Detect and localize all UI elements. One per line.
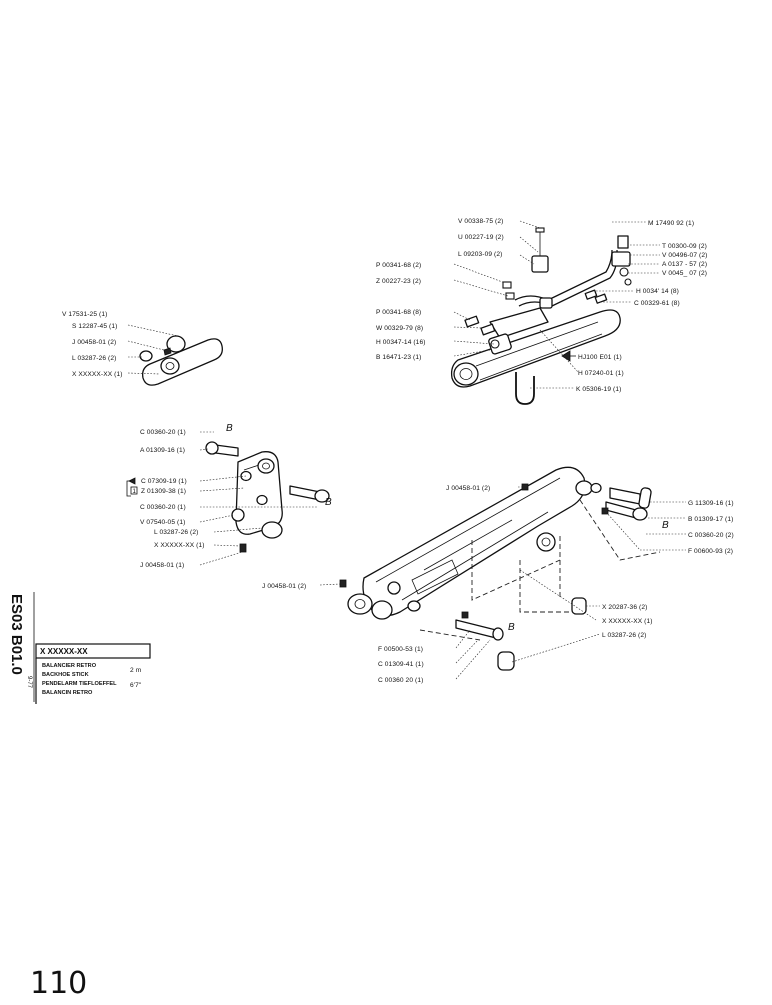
part-label: S 12287-45 (1)	[72, 323, 117, 330]
part-label: L 03287-26 (2)	[154, 529, 198, 536]
part-label: V 0045_ 07 (2)	[662, 270, 707, 277]
yoke-leaders	[199, 431, 318, 566]
part-label: A 01309-16 (1)	[140, 447, 185, 454]
part-label: L 03287-26 (2)	[602, 632, 646, 639]
part-label: H 0034' 14 (8)	[636, 288, 679, 295]
stick-leaders	[319, 486, 686, 680]
title-size-metric: 2 m	[130, 667, 142, 674]
part-label: V 00496-07 (2)	[662, 252, 707, 259]
part-label: V 17531-25 (1)	[62, 311, 107, 318]
part-label: C 07309-19 (1)	[141, 478, 187, 485]
title-size-imperial: 6'7"	[130, 682, 142, 689]
backhoe-stick-drawing	[339, 466, 661, 671]
part-label: X XXXXX-XX (1)	[72, 371, 123, 378]
part-label: H 07240-01 (1)	[578, 370, 624, 377]
part-label: HJ100 E01 (1)	[578, 354, 622, 361]
labels-left-link: V 17531-25 (1) S 12287-45 (1) J 00458-01…	[62, 311, 123, 378]
part-label: J 00458-01 (2)	[446, 485, 490, 492]
part-label: Z 00227-23 (2)	[376, 278, 421, 285]
part-label: P 00341-68 (2)	[376, 262, 421, 269]
part-label: X XXXXX-XX (1)	[602, 618, 653, 625]
part-label: L 03287-26 (2)	[72, 355, 116, 362]
part-label: Z 01309-38 (1)	[141, 488, 186, 495]
bracket-mark: B	[508, 622, 515, 633]
part-label: C 00360-20 (2)	[688, 532, 734, 539]
bracket-mark: B	[662, 520, 669, 531]
labels-mid-left: C 00360-20 (1) A 01309-16 (1) C 07309-19…	[126, 429, 205, 569]
bracket-mark: B	[325, 497, 332, 508]
labels-top-right: V 00338-75 (2) U 00227-19 (2) L 09203-09…	[376, 218, 707, 393]
title-block: X XXXXX-XX BALANCIER RETRO BACKHOE STICK…	[35, 643, 151, 704]
title-name-fr: BALANCIER RETRO	[42, 663, 97, 669]
part-label: U 00227-19 (2)	[458, 234, 504, 241]
box-mark: 1	[133, 489, 137, 495]
yoke-bracket-drawing	[205, 441, 330, 553]
part-label: V 07540-05 (1)	[140, 519, 185, 526]
part-label: P 00341-68 (8)	[376, 309, 421, 316]
part-label: A 0137 - 57 (2)	[662, 261, 707, 268]
cylinder-assembly-drawing	[450, 227, 632, 405]
part-label: V 00338-75 (2)	[458, 218, 503, 225]
part-label: K 05306-19 (1)	[576, 386, 621, 393]
side-band: ES03 B01.0 9-77	[8, 592, 35, 702]
part-label: L 09203-09 (2)	[458, 251, 502, 258]
part-label: C 00360-20 (1)	[140, 429, 186, 436]
part-label: J 00458-01 (1)	[140, 562, 184, 569]
title-name-es: BALANCIN RETRO	[42, 690, 93, 696]
title-part-ref: X XXXXX-XX	[40, 647, 88, 656]
part-label: C 00329-61 (8)	[634, 300, 680, 307]
part-label: G 11309-16 (1)	[688, 500, 734, 507]
part-label: X 20287-36 (2)	[602, 604, 647, 611]
labels-main: J 00458-01 (2) G 11309-16 (1) B 01309-17…	[262, 485, 734, 684]
part-label: B 01309-17 (1)	[688, 516, 733, 523]
part-label: X XXXXX-XX (1)	[154, 542, 205, 549]
part-label: F 00500-53 (1)	[378, 646, 423, 653]
part-label: J 00458-01 (2)	[72, 339, 116, 346]
part-label: W 00329-79 (8)	[376, 325, 423, 332]
part-label: M 17490 92 (1)	[648, 220, 694, 227]
title-name-de: PENDELARM TIEFLOEFFEL	[42, 681, 117, 687]
page-number: 110	[30, 966, 87, 1000]
sheet-date: 9-77	[26, 676, 32, 689]
sheet-code: ES03 B01.0	[8, 594, 25, 675]
part-label: C 00360-20 (1)	[140, 504, 186, 511]
part-label: J 00458-01 (2)	[262, 583, 306, 590]
part-label: H 00347-14 (16)	[376, 339, 426, 346]
part-label: C 00360 20 (1)	[378, 677, 423, 684]
bracket-mark: B	[226, 423, 233, 434]
link-assembly-drawing	[127, 324, 223, 386]
cylinder-leaders	[453, 220, 660, 389]
part-label: B 16471-23 (1)	[376, 354, 421, 361]
part-label: F 00600-93 (2)	[688, 548, 733, 555]
part-label: T 00300-09 (2)	[662, 243, 707, 250]
part-label: C 01309-41 (1)	[378, 661, 424, 668]
title-name-en: BACKHOE STICK	[42, 672, 89, 678]
bracket-marks: B B B B	[226, 423, 669, 633]
